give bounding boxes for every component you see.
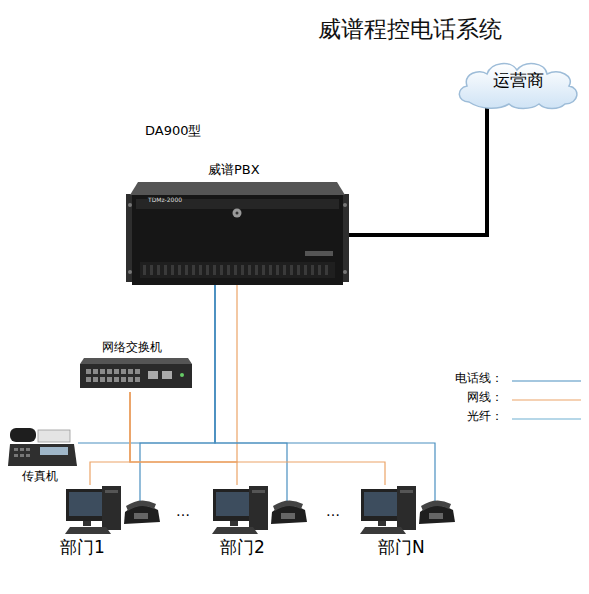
cable-line bbox=[130, 392, 237, 485]
workstation-1 bbox=[65, 486, 160, 534]
free-label: TDMz-2000 bbox=[148, 197, 182, 204]
legend-line-sample bbox=[512, 399, 581, 400]
network-switch bbox=[80, 358, 192, 388]
free-label: … bbox=[326, 503, 340, 519]
node-label: 部门2 bbox=[220, 538, 265, 558]
cable-line bbox=[215, 285, 435, 501]
free-label: DA900型 bbox=[145, 124, 202, 139]
legend-line-sample bbox=[512, 380, 581, 381]
legend-text: 光纤： bbox=[467, 410, 503, 424]
workstation-n bbox=[360, 486, 455, 534]
workstation-2 bbox=[212, 486, 307, 534]
device-node: 部门2 bbox=[207, 485, 312, 561]
legend-line-sample bbox=[512, 418, 581, 419]
node-label: 部门N bbox=[378, 538, 425, 558]
legend-text: 电话线： bbox=[455, 372, 503, 386]
node-label: 传真机 bbox=[22, 470, 58, 484]
cloud-node: 运营商 bbox=[455, 58, 581, 110]
device-node: 威谱PBX bbox=[130, 163, 345, 285]
cable-line bbox=[90, 392, 130, 485]
cable-line bbox=[215, 285, 287, 501]
device-node: 网络交换机 bbox=[78, 341, 192, 392]
legend-text: 网线： bbox=[467, 391, 503, 405]
device-node: 部门1 bbox=[60, 485, 165, 561]
cable-line bbox=[130, 392, 385, 485]
cable-line bbox=[140, 285, 215, 501]
node-label: 网络交换机 bbox=[102, 341, 162, 355]
device-node: 部门N bbox=[355, 485, 460, 561]
fax-machine bbox=[8, 428, 77, 466]
free-label: … bbox=[176, 503, 190, 519]
device-node: 传真机 bbox=[6, 425, 80, 487]
cable-line bbox=[78, 285, 215, 443]
node-label: 威谱PBX bbox=[208, 163, 260, 178]
cloud-label: 运营商 bbox=[455, 71, 581, 91]
node-label: 部门1 bbox=[60, 538, 105, 558]
diagram-title: 威谱程控电话系统 bbox=[318, 14, 502, 45]
trunk-line bbox=[345, 106, 487, 235]
pbx-cabinet bbox=[126, 182, 349, 285]
